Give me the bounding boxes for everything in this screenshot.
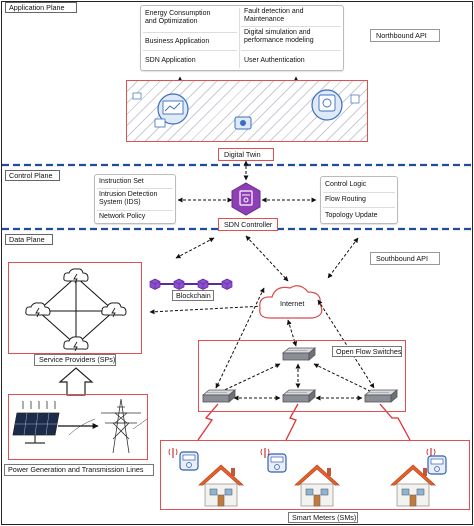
network-policy-item: Network Policy xyxy=(99,213,146,220)
service-providers-label: Service Providers (SPs) xyxy=(34,354,116,366)
smart-meters-label: Smart Meters (SMs) xyxy=(288,512,358,523)
dt-analytics-icon xyxy=(311,89,360,121)
digital-twin-area xyxy=(126,80,368,142)
service-fault-detection: Fault detection and Maintenance xyxy=(244,8,304,24)
internet-sps-arrow xyxy=(149,303,265,315)
control-right-box: Control Logic Flow Routing Topology Upda… xyxy=(320,176,398,224)
data-plane-label: Data Plane xyxy=(5,234,53,245)
smart-meter-1 xyxy=(168,447,244,507)
sdn-controller-label: SDN Controller xyxy=(218,218,278,231)
service-digital-simulation: Digital simulation and performance model… xyxy=(244,29,314,45)
smart-meter-3 xyxy=(390,447,447,507)
instruction-set-item: Instruction Set xyxy=(99,178,144,185)
controller-internet-arrow xyxy=(245,235,289,282)
internet-switch-arrow xyxy=(286,319,298,347)
smart-meters-box xyxy=(160,440,470,510)
service-energy-optimization: Energy Consumption and Optimization xyxy=(145,10,211,26)
service-user-authentication: User Authentication xyxy=(244,57,305,64)
internet-switch-arrow xyxy=(215,287,265,389)
sdn-controller-icon xyxy=(231,182,261,216)
southbound-api-label: Southbound API xyxy=(370,252,440,265)
blockchain-icon xyxy=(149,278,233,290)
northbound-api-label: Northbound API xyxy=(370,29,440,42)
ids-item: Intrusion Detection System (IDS) xyxy=(99,191,158,207)
power-to-sp-arrow xyxy=(58,367,94,396)
service-sdn-application: SDN Application xyxy=(145,57,196,64)
dt-monitor-icon xyxy=(234,116,252,130)
digital-twin-icons xyxy=(132,89,360,130)
smart-meter-graphics xyxy=(168,447,447,507)
power-generation-graphics xyxy=(12,398,147,454)
application-plane-label: Application Plane xyxy=(5,2,77,13)
switch-right-icon xyxy=(364,389,398,403)
controller-sps-arrow xyxy=(175,237,215,259)
openflow-switches-box xyxy=(198,340,406,412)
flow-routing-item: Flow Routing xyxy=(325,196,366,203)
switch-left-icon xyxy=(202,389,236,403)
service-business-application: Business Application xyxy=(145,38,210,45)
control-logic-item: Control Logic xyxy=(325,181,367,188)
transmission-tower-icon xyxy=(68,398,147,454)
controller-switch-arrow xyxy=(327,237,359,279)
solar-panel-icon xyxy=(12,401,60,444)
service-providers-box xyxy=(8,262,142,354)
smart-meter-2 xyxy=(260,447,340,507)
topology-update-item: Topology Update xyxy=(325,212,378,219)
application-services-box: Energy Consumption and Optimization Busi… xyxy=(140,5,344,71)
control-left-box: Instruction Set Intrusion Detection Syst… xyxy=(94,174,176,224)
internet-switch-arrow xyxy=(317,299,375,389)
switch-middle-icon xyxy=(282,389,316,403)
switch-top-icon xyxy=(282,347,316,361)
power-generation-box xyxy=(8,394,148,460)
power-generation-label: Power Generation and Transmission Lines xyxy=(4,464,154,476)
sp-network xyxy=(25,268,127,352)
control-plane-label: Control Plane xyxy=(5,170,60,181)
openflow-switches-label: Open Flow Switches xyxy=(332,346,402,357)
dt-dashboard-icon xyxy=(132,92,189,128)
internet-label: Internet xyxy=(280,299,305,308)
digital-twin-label: Digital Twin xyxy=(218,148,274,161)
blockchain-label: Blockchain xyxy=(172,290,214,301)
